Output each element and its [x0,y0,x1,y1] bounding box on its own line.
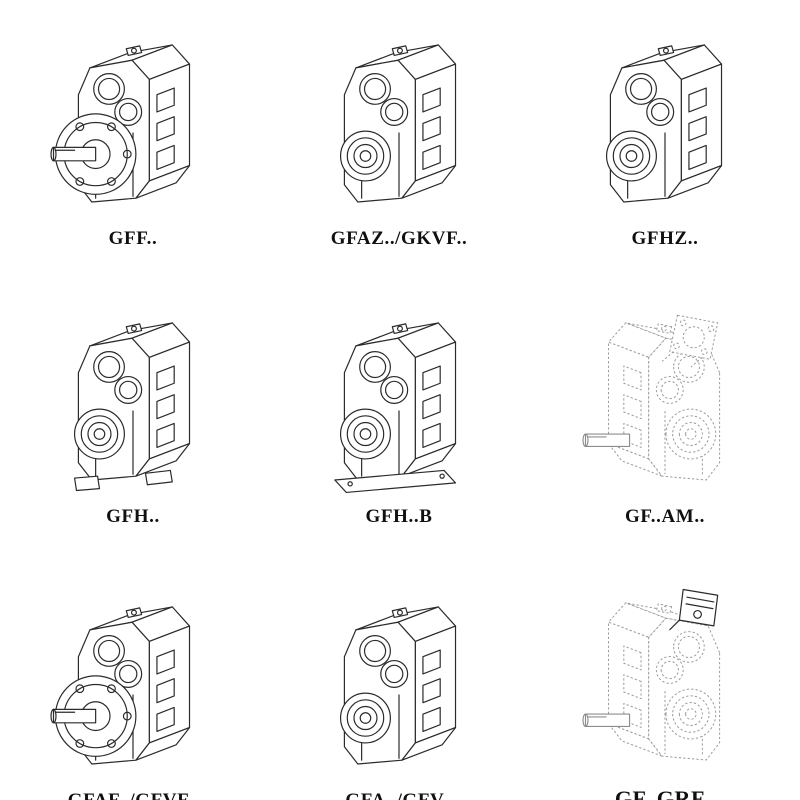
cell-gfh-b: GFH..B [306,294,492,540]
model-label: GF..GRF.. [614,785,716,800]
model-label: GFH..B [365,505,433,527]
gearbox-foot-mounted-illustration [73,322,191,492]
gearbox-flange-shaft-illustration [50,606,191,765]
cell-gfa-gfv: GFA../GFV.. [306,572,492,800]
gearbox-flange-shaft-illustration [50,44,191,203]
model-label: GFAF../GFVF.. [68,790,199,800]
cell-gfaf-gfvf: GFAF../GFVF.. [40,572,226,800]
cell-gf-grf: GF..GRF.. [572,572,758,800]
gearbox-input-cover-phantom-illustration [582,588,721,761]
cell-gfhz: GFHZ.. [572,16,758,262]
cell-gfaz-gkvf: GFAZ../GKVF.. [306,16,492,262]
gearbox-base-plate-illustration [334,322,457,493]
cell-gfh: GFH.. [40,294,226,540]
cell-gff: GFF.. [40,16,226,262]
gearbox-iec-adapter-phantom-illustration [582,314,721,481]
model-label: GFA../GFV.. [345,790,452,800]
gearbox-hollow-shaft-illustration [339,44,457,203]
model-label: GF..AM.. [624,505,706,527]
model-label: GFH.. [106,505,160,527]
cell-gf-am: GF..AM.. [572,294,758,540]
model-label: GFF.. [108,227,158,249]
model-label: GFHZ.. [631,227,699,249]
model-label: GFAZ../GKVF.. [330,227,468,249]
gearbox-hollow-shaft-illustration [339,606,457,765]
gearbox-hollow-shaft-illustration [605,44,723,203]
